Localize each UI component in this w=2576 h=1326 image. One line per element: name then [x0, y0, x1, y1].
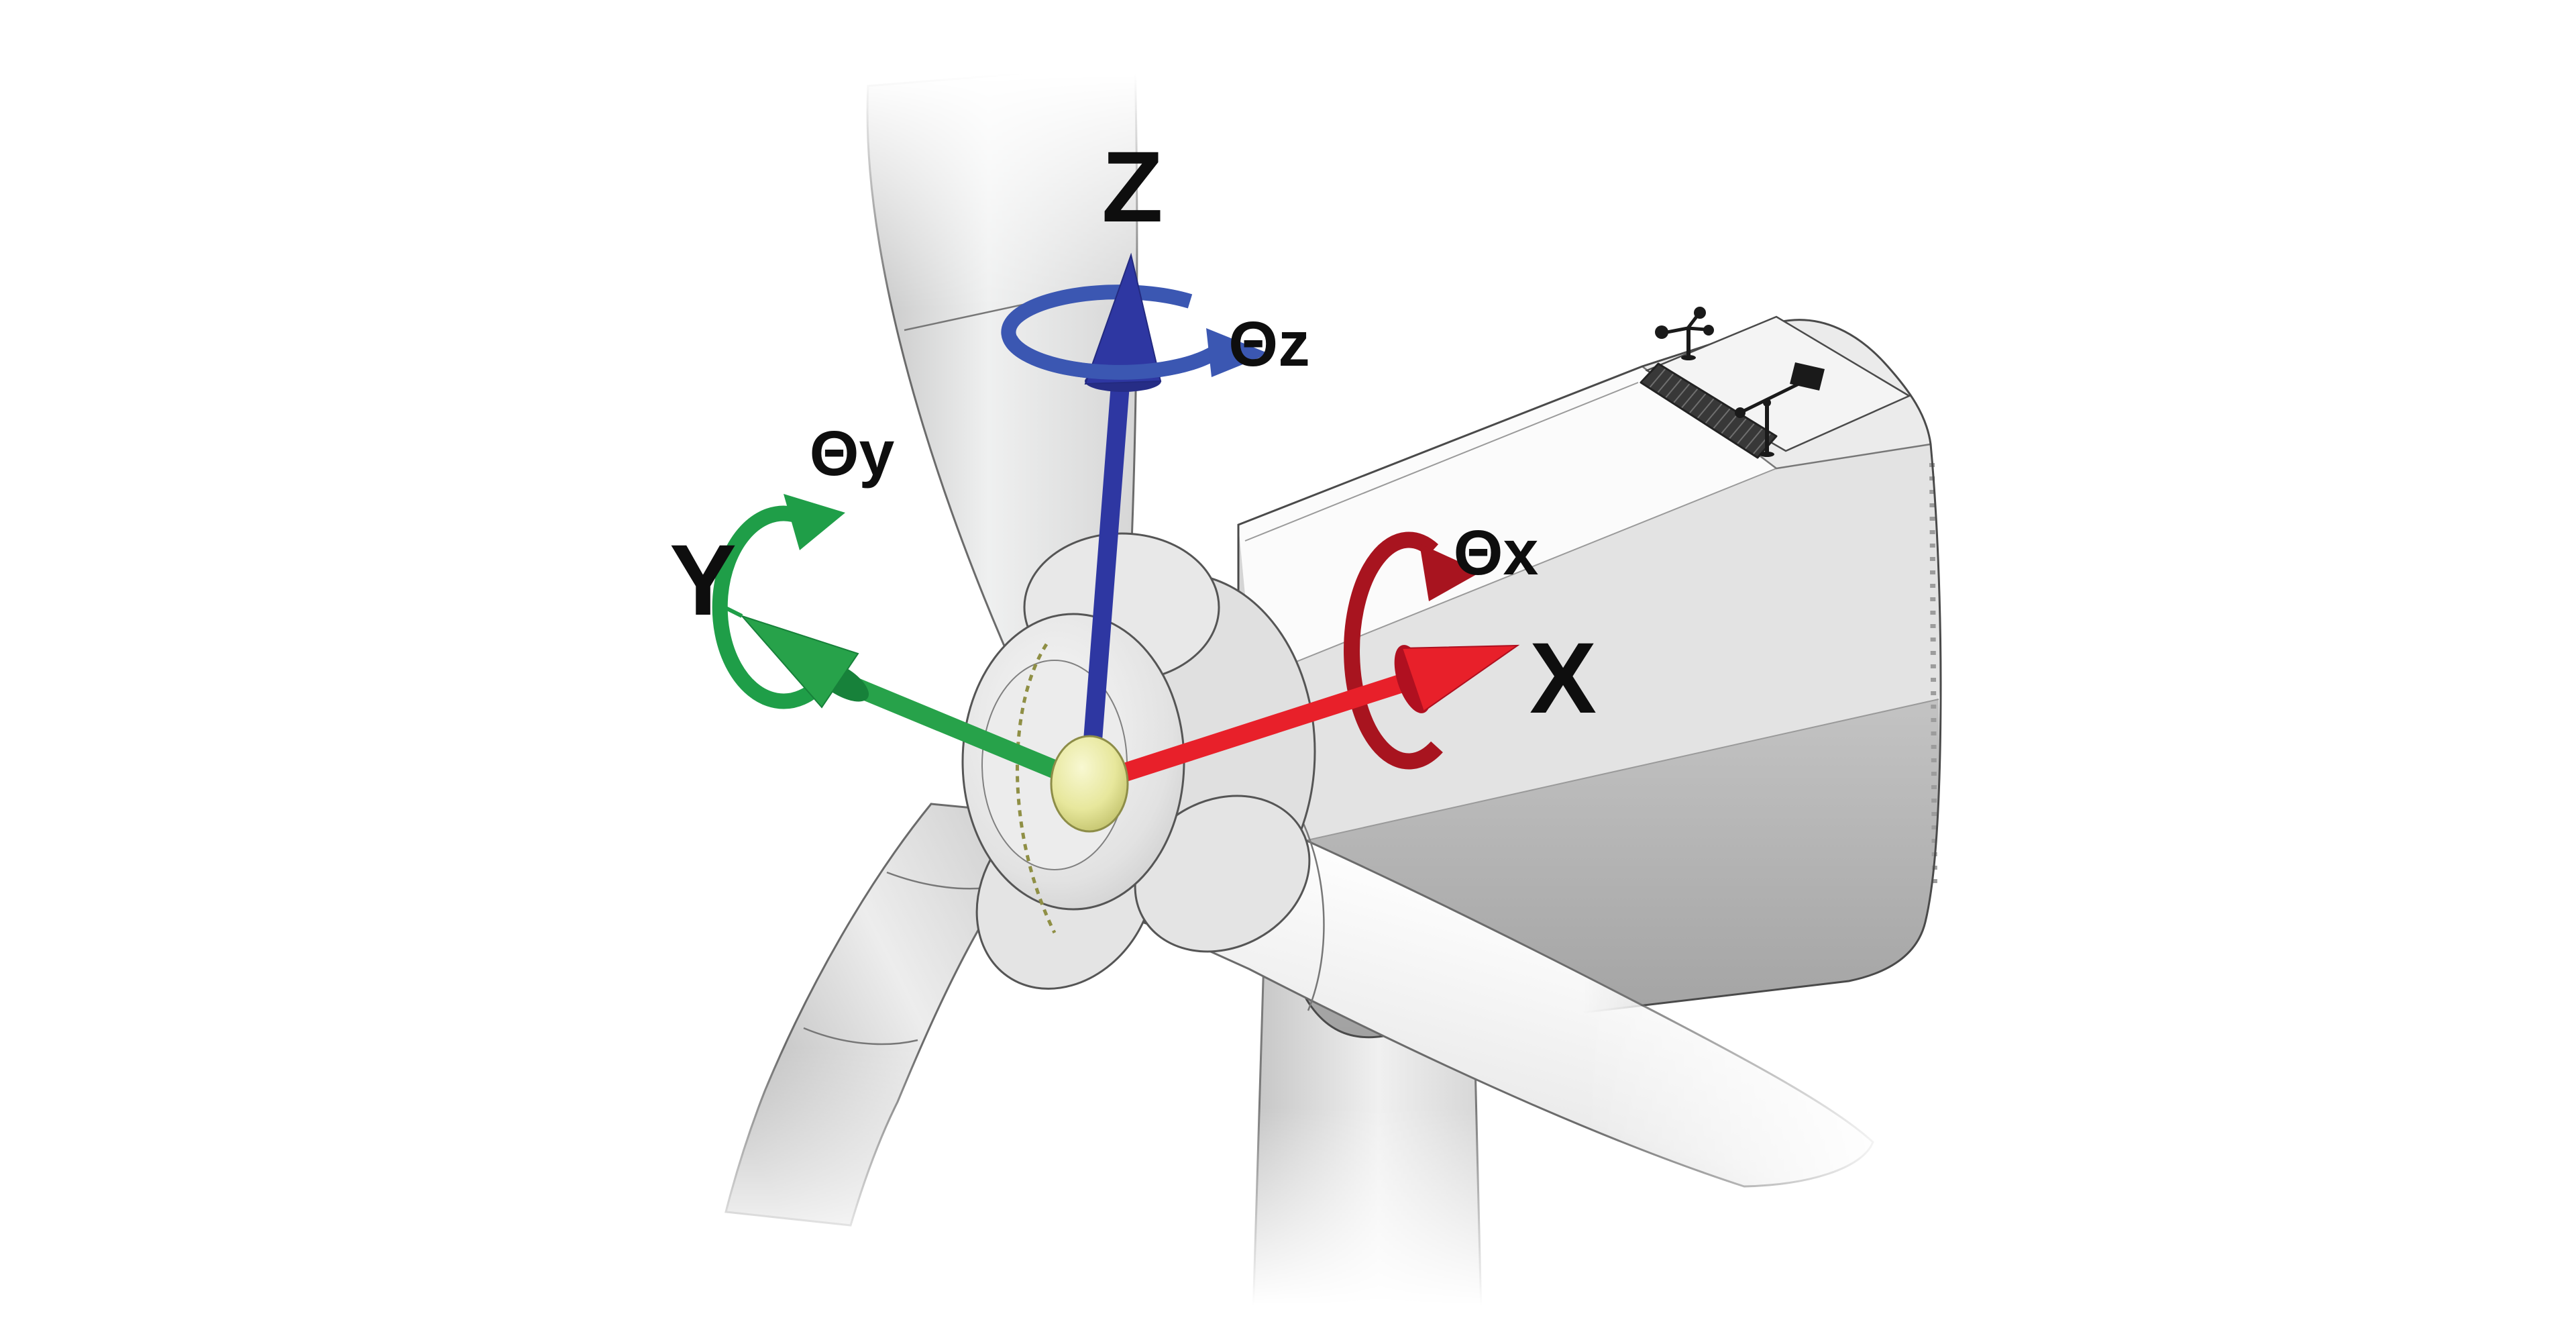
x-rotation-arrow: [1344, 531, 1443, 770]
x-axis-shaft: [1086, 668, 1422, 793]
x-rotation-arrowhead-icon: [1419, 544, 1481, 601]
z-rotation-label: Θz: [1228, 309, 1309, 380]
y-axis-label: Y: [669, 523, 737, 636]
y-axis-tip-line: [715, 601, 743, 618]
z-axis-shaft: [1080, 374, 1130, 785]
y-axis-arrowhead-icon: [739, 614, 859, 709]
anemometer-icon: [1655, 307, 1714, 360]
wind-vane-icon: [1735, 362, 1825, 457]
rotor-blade-lower-right: [1135, 771, 1874, 1188]
x-axis-arrowhead-icon: [1401, 644, 1520, 713]
y-rotation-arrow: [712, 505, 847, 709]
z-rotation-arrowhead-icon: [1206, 328, 1269, 377]
z-axis-arrowhead-icon: [1084, 252, 1162, 385]
x-rotation-label: Θx: [1454, 517, 1539, 589]
rear-edge-ribs: [1929, 462, 1937, 893]
blade-seam-line: [1297, 813, 1325, 1011]
hub-seam-dashed: [1016, 643, 1057, 934]
y-rotation-arrowhead-icon: [784, 494, 845, 550]
blade-root-lower-right: [1134, 795, 1311, 953]
y-rotation-label: Θy: [810, 418, 895, 489]
z-axis-label: Z: [1102, 130, 1163, 243]
blade-seam-line: [803, 1027, 918, 1046]
origin-sphere: [1050, 735, 1129, 833]
z-rotation-arrow-front: [1004, 335, 1228, 380]
wind-turbine-illustration: [724, 63, 1942, 1316]
x-axis-label: X: [1529, 621, 1597, 734]
y-axis-shaft: [836, 672, 1093, 793]
coordinate-system: Z Θz Y Θy X Θx: [669, 130, 1597, 833]
nacelle-side-upper: [1238, 366, 1776, 679]
nacelle-side-mid: [1253, 444, 1941, 847]
vent-louver: [1640, 362, 1778, 459]
